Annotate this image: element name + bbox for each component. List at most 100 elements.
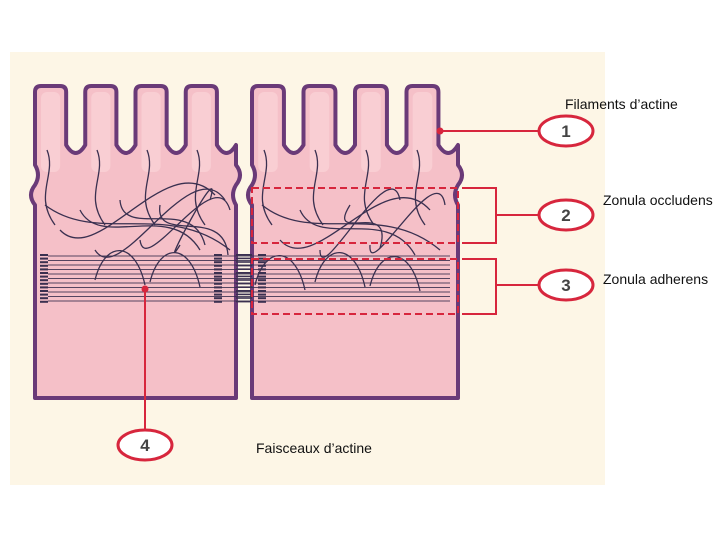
adherens-bracket (462, 258, 497, 315)
microvillus-core (361, 92, 381, 172)
actin-filament (343, 204, 383, 249)
plaque-dash (258, 282, 266, 285)
plaque-dash (40, 257, 48, 260)
callout-2-circle (537, 198, 595, 232)
zonula-occludens-box (251, 187, 459, 244)
plaque-dash (236, 290, 252, 292)
callout-1-circle (537, 114, 595, 148)
plaque-dash (214, 286, 222, 289)
microvillus-core (41, 92, 61, 172)
plaque-dash (236, 297, 252, 299)
plaque-dash (258, 300, 266, 303)
plaque-dash (236, 279, 252, 281)
plaque-dash (214, 268, 222, 271)
plaque-dash (214, 275, 222, 278)
actin-filament (414, 149, 426, 226)
callout-4-number: 4 (140, 436, 150, 455)
plaque-dash (258, 257, 266, 260)
callout-1-number: 1 (561, 122, 570, 141)
plaque-dash (236, 300, 252, 303)
plaque-dash (214, 257, 222, 260)
actin-filament (279, 196, 431, 249)
plaque-dash (258, 268, 266, 271)
actin-filament (159, 204, 229, 256)
plaque-dash (214, 279, 222, 282)
plaque-dash (236, 275, 252, 278)
plaque-dash (236, 286, 252, 288)
actin-filament (261, 149, 273, 226)
plaque-dash (236, 264, 252, 267)
callout-1-dot (436, 127, 444, 135)
actin-filament (363, 149, 375, 226)
plaque-dash (40, 300, 48, 303)
microvillus-core (412, 92, 433, 172)
plaque-dash (214, 272, 222, 274)
plaque-dash (40, 254, 48, 256)
actin-filament (139, 196, 231, 249)
actin-filament (119, 199, 206, 246)
microvillus-core (258, 92, 278, 172)
plaque-dash (40, 290, 48, 292)
callout-2-number: 2 (561, 206, 570, 225)
plaque-dash (236, 272, 252, 274)
actin-filament (44, 204, 231, 251)
callout-4-label: Faisceaux d’actine (256, 440, 372, 456)
actin-filaments-group (44, 149, 446, 292)
plaque-dash (236, 282, 252, 285)
cell-left (29, 84, 242, 400)
plaque-dash (214, 293, 222, 296)
actin-filament (299, 209, 416, 256)
actin-filament (44, 149, 56, 226)
actin-filament (312, 149, 324, 226)
plaque-dash (40, 282, 48, 285)
plaque-dash (40, 293, 48, 296)
callouts-group: 1 2 3 4 (116, 114, 595, 462)
actin-filament (194, 149, 206, 226)
plaque-dash (40, 275, 48, 278)
plaque-dash (214, 297, 222, 300)
plaque-dash (40, 297, 48, 300)
plaque-dash (236, 254, 252, 256)
plaque-dash (40, 286, 48, 289)
callout-3-label: Zonula adherens (603, 271, 709, 287)
callout-2-label: Zonula occludens (603, 192, 713, 208)
plaque-dash (40, 261, 48, 264)
actin-filament (144, 149, 156, 226)
junction-zones-group (251, 187, 497, 315)
callout-3-circle (537, 268, 595, 302)
actin-loop (94, 250, 146, 286)
plaque-dash (236, 293, 252, 296)
plaque-dash (258, 286, 266, 289)
microvillus-core (309, 92, 330, 172)
plaque-dash (236, 261, 252, 263)
plaque-dash (258, 275, 266, 278)
actin-bundles-group (40, 254, 450, 303)
plaque-dash (40, 268, 48, 271)
zonula-adherens-box (251, 258, 459, 315)
callout-4-circle (116, 428, 174, 462)
actin-filament (79, 209, 201, 251)
microvillus-core (141, 92, 161, 172)
plaque-dash (258, 290, 266, 292)
plaque-dash (258, 261, 266, 264)
plaque-dash (214, 254, 222, 256)
plaque-dash (214, 261, 222, 264)
actin-filament (94, 149, 106, 226)
plaque-dash (258, 293, 266, 296)
plaque-dash (258, 297, 266, 300)
actin-filament (319, 188, 401, 258)
plaque-dash (40, 264, 48, 267)
plaque-dash (214, 290, 222, 292)
callout-3-number: 3 (561, 276, 570, 295)
callout-1-label: Filaments d’actine (565, 96, 678, 112)
plaque-dash (214, 300, 222, 303)
plaque-dash (258, 254, 266, 256)
plaque-dash (214, 282, 222, 285)
actin-filament (59, 182, 216, 239)
plaque-dash (258, 272, 266, 274)
plaque-dash (236, 257, 252, 260)
plaque-dash (236, 268, 252, 270)
plaque-dash (40, 279, 48, 282)
